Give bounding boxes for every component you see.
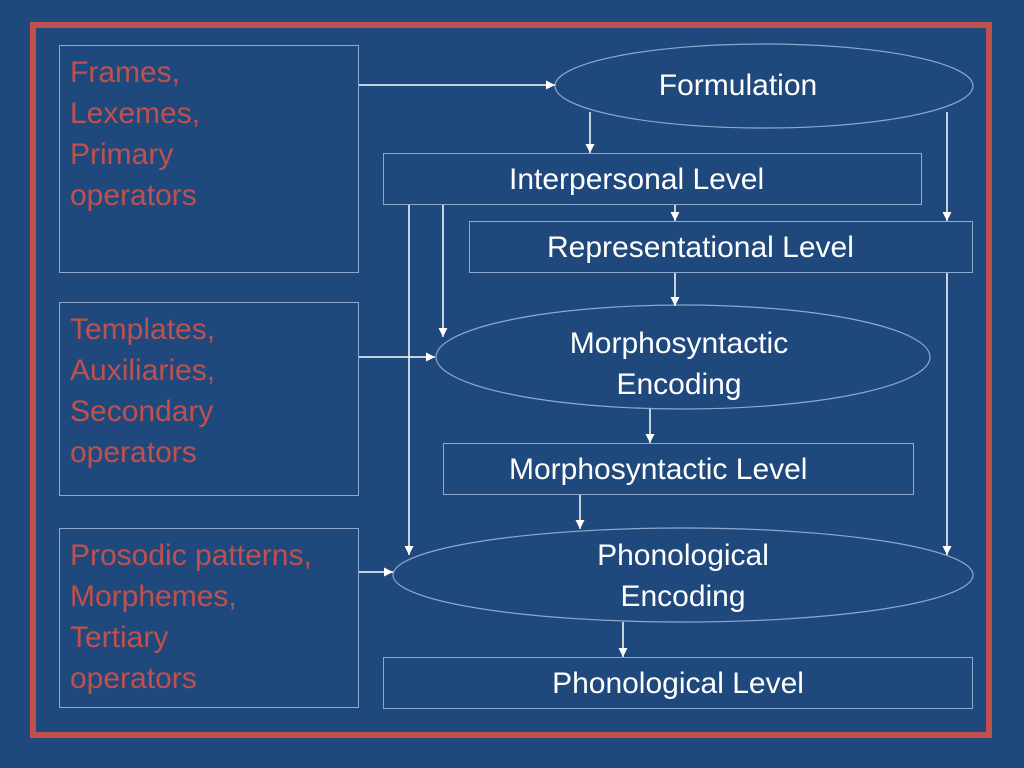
lexicon-input-line: Lexemes, bbox=[70, 97, 201, 130]
phonological-encoding-label: Phonological Encoding bbox=[393, 535, 973, 617]
lexicon-input-line: Primary bbox=[70, 138, 174, 171]
lexicon-input-line: operators bbox=[70, 179, 197, 212]
phonology-input-line: Tertiary bbox=[70, 621, 169, 654]
phonological-level-label: Phonological Level bbox=[552, 667, 804, 700]
morphosyntactic-encoding-line: Encoding bbox=[616, 368, 742, 401]
morphosyntactic-encoding-line: Morphosyntactic bbox=[569, 327, 789, 360]
morphosyntactic-level-label: Morphosyntactic Level bbox=[509, 453, 808, 486]
formulation-label: Formulation bbox=[658, 69, 818, 102]
phonology-input-list: Prosodic patterns, Morphemes, Tertiary o… bbox=[70, 535, 312, 699]
phonological-encoding-line: Encoding bbox=[620, 580, 746, 613]
grammar-input-box bbox=[59, 302, 359, 496]
phonological-level-box bbox=[383, 657, 973, 709]
phonology-input-line: operators bbox=[70, 662, 197, 695]
lexicon-input-box bbox=[59, 45, 359, 273]
interpersonal-level-box bbox=[383, 153, 922, 205]
morphosyntactic-encoding-label: Morphosyntactic Encoding bbox=[436, 323, 922, 405]
representational-level-label: Representational Level bbox=[547, 231, 854, 264]
phonology-input-line: Prosodic patterns, bbox=[70, 539, 312, 572]
morphosyntactic-encoding-ellipse bbox=[435, 304, 931, 410]
grammar-input-line: operators bbox=[70, 436, 197, 469]
interpersonal-level-label: Interpersonal Level bbox=[509, 163, 765, 196]
slide-frame bbox=[30, 22, 992, 738]
phonological-encoding-ellipse bbox=[392, 527, 974, 623]
morphosyntactic-level-box bbox=[443, 443, 914, 495]
representational-level-box bbox=[469, 221, 973, 273]
formulation-ellipse bbox=[554, 43, 974, 129]
phonology-input-line: Morphemes, bbox=[70, 580, 237, 613]
lexicon-input-list: Frames, Lexemes, Primary operators bbox=[70, 52, 200, 216]
phonological-encoding-line: Phonological bbox=[597, 539, 769, 572]
grammar-input-list: Templates, Auxiliaries, Secondary operat… bbox=[70, 309, 215, 473]
grammar-input-line: Templates, bbox=[70, 313, 216, 346]
lexicon-input-line: Frames, bbox=[70, 56, 181, 89]
grammar-input-line: Secondary bbox=[70, 395, 214, 428]
phonology-input-box bbox=[59, 528, 359, 708]
grammar-input-line: Auxiliaries, bbox=[70, 354, 216, 387]
